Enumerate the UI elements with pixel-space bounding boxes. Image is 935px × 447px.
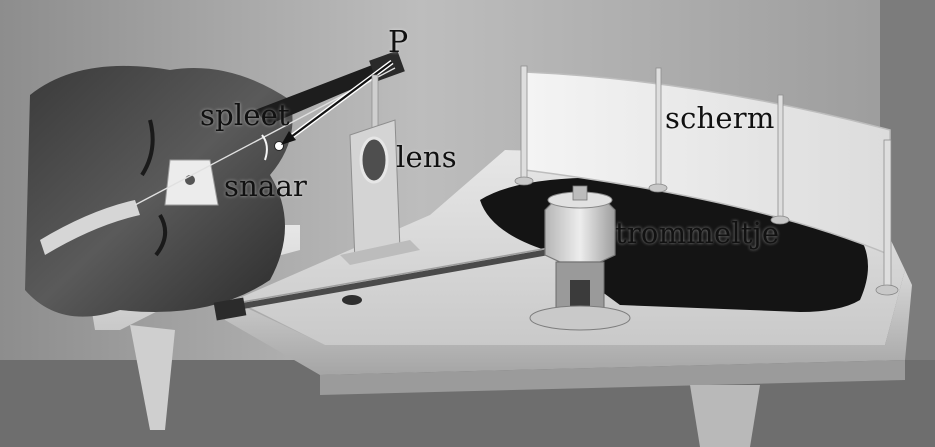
f-hole-upper <box>140 119 155 177</box>
arm-handle <box>213 297 247 321</box>
violin-body <box>25 65 293 317</box>
label-trommeltje: trommeltje <box>615 216 780 250</box>
screen-post-3 <box>777 94 784 221</box>
table-rim-lower <box>320 360 905 395</box>
drum-screw <box>572 185 588 201</box>
label-p: P <box>388 25 409 60</box>
tailpiece <box>40 200 140 255</box>
label-snaar: snaar <box>224 169 308 203</box>
f-hole-lower <box>154 213 168 257</box>
pointer-arrowhead <box>281 131 296 145</box>
lens <box>359 136 389 184</box>
point-p-marker <box>274 141 284 151</box>
lens-base <box>340 240 420 265</box>
arm-pivot <box>342 295 362 305</box>
slit <box>261 134 268 161</box>
drum-base <box>529 305 631 331</box>
screen-post-1 <box>520 65 528 182</box>
label-spleet: spleet <box>200 98 290 132</box>
label-lens: lens <box>396 140 457 174</box>
screen-post-4 <box>883 139 892 291</box>
table-rim <box>225 270 912 375</box>
label-scherm: scherm <box>665 101 775 135</box>
screen-post-2 <box>655 67 662 189</box>
drum-motor-core <box>570 280 590 308</box>
left-leg <box>130 325 175 430</box>
right-leg <box>690 385 760 447</box>
violin-neck <box>255 62 392 125</box>
rotating-arm <box>219 247 561 313</box>
